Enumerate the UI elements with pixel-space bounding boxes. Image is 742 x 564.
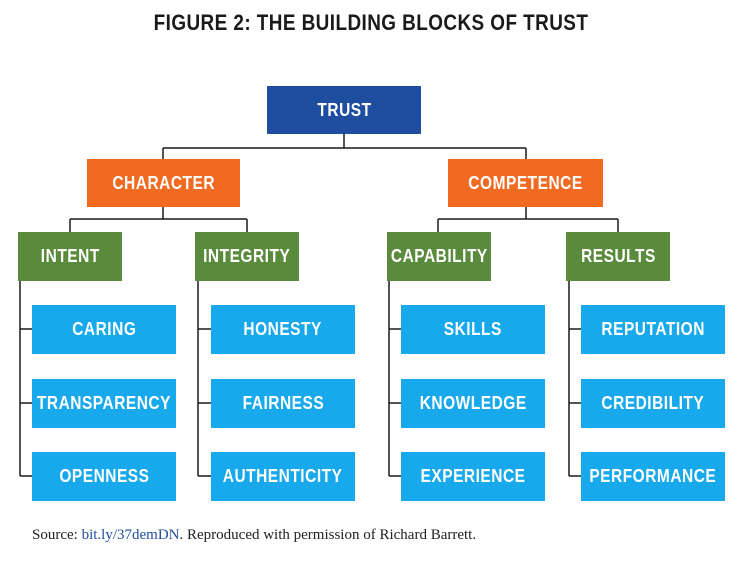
openness-label: OPENNESS [58, 466, 150, 486]
authenticity-node: AUTHENTICITY [211, 452, 355, 501]
trust-node: TRUST [267, 86, 421, 134]
performance-label: PERFORMANCE [589, 466, 717, 486]
source-caption: Source: bit.ly/37demDN. Reproduced with … [32, 527, 476, 544]
fairness-label: FAIRNESS [242, 393, 324, 413]
openness-node: OPENNESS [32, 452, 176, 501]
source-prefix: Source: [32, 527, 82, 543]
reputation-label: REPUTATION [601, 319, 705, 339]
credibility-node: CREDIBILITY [581, 379, 725, 428]
authenticity-label: AUTHENTICITY [223, 466, 343, 486]
skills-label: SKILLS [443, 319, 503, 339]
experience-label: EXPERIENCE [420, 466, 526, 486]
competence-label: COMPETENCE [468, 172, 583, 193]
transparency-node: TRANSPARENCY [32, 379, 176, 428]
performance-node: PERFORMANCE [581, 452, 725, 501]
intent-label: INTENT [40, 246, 100, 266]
results-label: RESULTS [580, 246, 656, 266]
knowledge-label: KNOWLEDGE [419, 393, 527, 413]
caring-label: CARING [71, 319, 137, 339]
intent-node: INTENT [18, 232, 122, 281]
honesty-node: HONESTY [211, 305, 355, 354]
capability-node: CAPABILITY [387, 232, 491, 281]
trust-label: TRUST [316, 99, 372, 120]
reputation-node: REPUTATION [581, 305, 725, 354]
integrity-node: INTEGRITY [195, 232, 299, 281]
honesty-label: HONESTY [243, 319, 323, 339]
integrity-label: INTEGRITY [203, 246, 291, 266]
competence-node: COMPETENCE [448, 159, 603, 207]
figure-title: FIGURE 2: THE BUILDING BLOCKS OF TRUST [153, 10, 589, 35]
fairness-node: FAIRNESS [211, 379, 355, 428]
source-suffix: . Reproduced with permission of Richard … [179, 527, 477, 543]
character-label: CHARACTER [112, 172, 215, 193]
capability-label: CAPABILITY [390, 246, 488, 266]
results-node: RESULTS [566, 232, 670, 281]
knowledge-node: KNOWLEDGE [401, 379, 545, 428]
source-link[interactable]: bit.ly/37demDN [81, 527, 180, 543]
character-node: CHARACTER [87, 159, 240, 207]
transparency-label: TRANSPARENCY [36, 393, 172, 413]
caring-node: CARING [32, 305, 176, 354]
experience-node: EXPERIENCE [401, 452, 545, 501]
skills-node: SKILLS [401, 305, 545, 354]
credibility-label: CREDIBILITY [601, 393, 705, 413]
